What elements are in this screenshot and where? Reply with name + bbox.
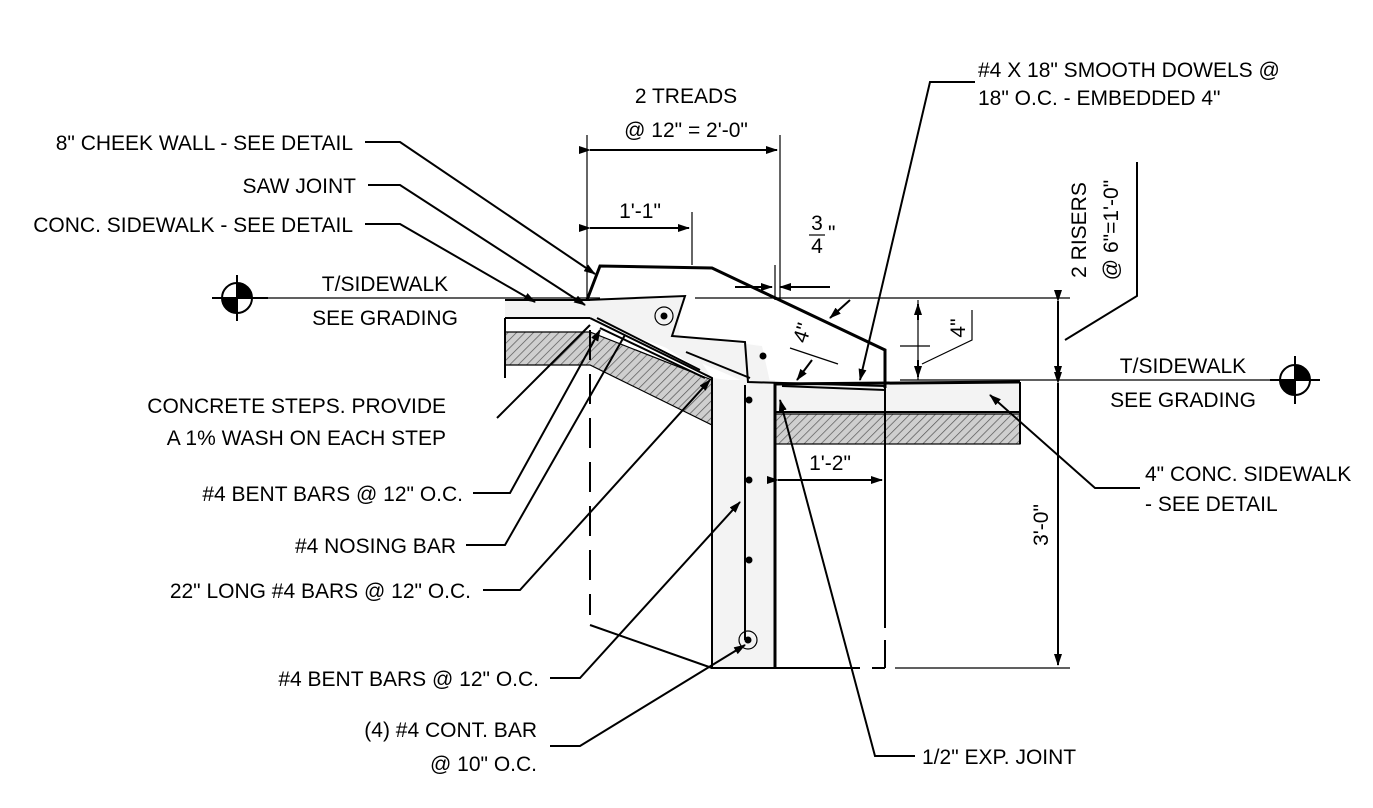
- label-cont-bar-1: (4) #4 CONT. BAR: [364, 719, 537, 742]
- label-frac-den: 4: [811, 235, 823, 258]
- label-bent-bars-lower: #4 BENT BARS @ 12" O.C.: [278, 668, 539, 691]
- label-treads-2: @ 12" = 2'-0": [624, 119, 748, 142]
- label-t-sidewalk-left: T/SIDEWALK: [322, 273, 448, 296]
- dimension-lines: [240, 135, 1270, 669]
- label-dim-4-vertical: 4": [947, 318, 970, 337]
- label-dowels-1: #4 X 18" SMOOTH DOWELS @: [978, 59, 1280, 82]
- label-dim-1-1: 1'-1": [619, 200, 661, 223]
- label-dim-3-0: 3'-0": [1030, 504, 1053, 546]
- label-concrete-steps-2: A 1% WASH ON EACH STEP: [167, 427, 446, 450]
- label-conc-sidewalk-right-1: 4" CONC. SIDEWALK: [1145, 463, 1351, 486]
- label-frac-in: ": [828, 222, 835, 245]
- label-bent-bars-upper: #4 BENT BARS @ 12" O.C.: [202, 483, 463, 506]
- label-saw-joint: SAW JOINT: [242, 175, 356, 198]
- label-cont-bar-2: @ 10" O.C.: [430, 753, 537, 776]
- label-see-grading-left: SEE GRADING: [312, 307, 458, 330]
- label-nosing-bar: #4 NOSING BAR: [295, 535, 456, 558]
- label-treads-1: 2 TREADS: [635, 85, 737, 108]
- label-dowels-2: 18" O.C. - EMBEDDED 4": [978, 87, 1220, 110]
- label-exp-joint: 1/2" EXP. JOINT: [922, 746, 1076, 769]
- label-frac-num: 3: [811, 212, 823, 235]
- leader-lines: [365, 81, 1140, 757]
- label-risers-2: @ 6"=1'-0": [1100, 180, 1123, 280]
- label-t-sidewalk-right: T/SIDEWALK: [1120, 355, 1246, 378]
- label-concrete-steps-1: CONCRETE STEPS. PROVIDE: [147, 395, 446, 418]
- label-conc-sidewalk-left: CONC. SIDEWALK - SEE DETAIL: [33, 214, 353, 237]
- label-dim-4-diagonal: 4": [789, 320, 817, 345]
- label-dim-1-2: 1'-2": [809, 452, 851, 475]
- stair-outline: [504, 264, 1021, 669]
- label-conc-sidewalk-right-2: - SEE DETAIL: [1145, 493, 1278, 516]
- label-see-grading-right: SEE GRADING: [1110, 389, 1256, 412]
- label-cheek-wall: 8" CHEEK WALL - SEE DETAIL: [56, 132, 353, 155]
- elevation-marker-icon: [1270, 356, 1320, 404]
- concrete-body: [505, 296, 1020, 668]
- label-long-bars: 22" LONG #4 BARS @ 12" O.C.: [170, 580, 471, 603]
- labels: 8" CHEEK WALL - SEE DETAIL SAW JOINT CON…: [33, 59, 1351, 776]
- label-risers-1: 2 RISERS: [1068, 182, 1091, 278]
- rebar-dots: [654, 306, 767, 650]
